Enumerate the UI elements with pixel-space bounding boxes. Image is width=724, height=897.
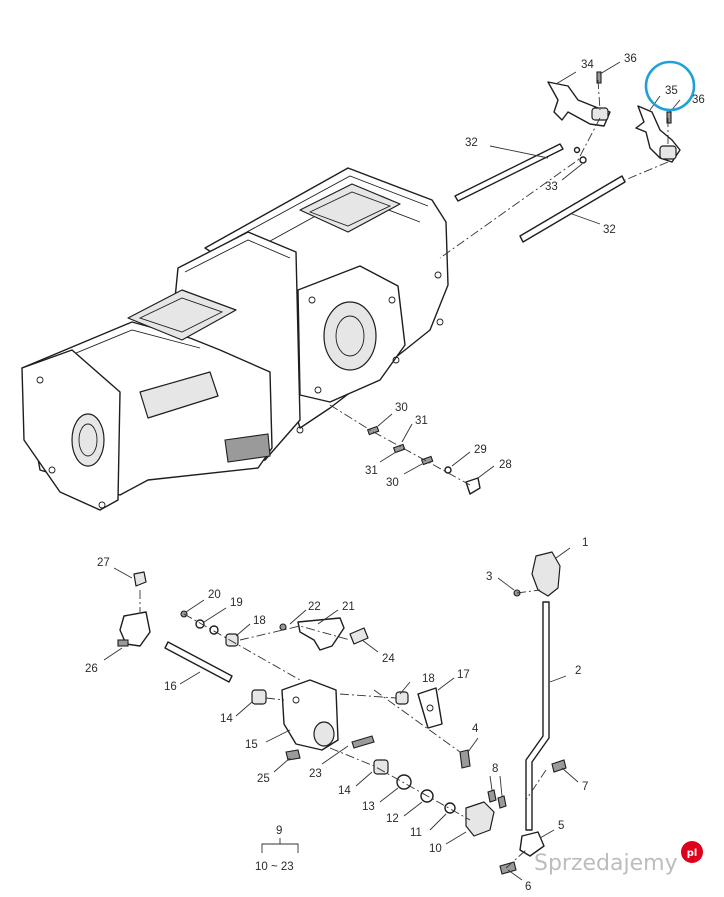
label-31-upper: 31 [415,415,428,427]
shift-lever-assembly [117,551,567,875]
pin-36-right [666,111,672,124]
label-26: 26 [85,663,98,675]
label-17: 17 [457,669,470,681]
label-30-upper: 30 [395,402,408,414]
assembly-lines-bottom [139,589,547,869]
label-19: 19 [230,597,243,609]
label-18-right: 18 [422,673,435,685]
label-9: 9 [276,825,282,837]
leader-lines [103,61,681,881]
transmission-housing [21,167,449,511]
highlight-circle [644,60,696,112]
label-22: 22 [308,601,321,613]
label-36-top: 36 [624,53,637,65]
label-8: 8 [492,763,498,775]
label-21: 21 [342,601,355,613]
label-9-range: 10 ~ 23 [255,861,294,873]
assembly-lines-top [329,79,669,486]
label-13: 13 [362,801,375,813]
label-18-left: 18 [253,615,266,627]
label-11: 11 [410,827,422,839]
label-16: 16 [164,681,177,693]
label-25: 25 [257,773,270,785]
label-28: 28 [499,459,512,471]
part-labels: 34 36 35 36 32 33 32 30 31 31 30 29 28 2… [85,53,705,893]
label-3: 3 [486,571,492,583]
shift-fork-35 [635,105,681,163]
shift-fork-34 [547,81,611,127]
label-33: 33 [545,181,558,193]
label-1: 1 [582,537,588,549]
watermark-badge [681,841,703,863]
label-23: 23 [309,768,322,780]
label-32-lower: 32 [603,224,616,236]
label-14-left: 14 [220,713,233,725]
detent-spring-33 [573,146,581,154]
label-24: 24 [382,653,395,665]
small-parts-28-31 [366,425,481,495]
label-30-lower: 30 [386,477,399,489]
label-35: 35 [665,85,678,97]
label-31-lower: 31 [365,465,378,477]
watermark-badge-text: pl [687,848,698,859]
label-7: 7 [582,781,588,793]
label-34: 34 [581,59,594,71]
label-5: 5 [558,820,564,832]
label-36-right: 36 [692,94,705,106]
label-12: 12 [386,813,399,825]
label-4: 4 [472,723,479,735]
label-27: 27 [97,557,110,569]
label-2: 2 [575,665,581,677]
pin-36-left [596,71,602,84]
label-32-upper: 32 [465,137,478,149]
watermark: Sprzedajemy pl [534,841,703,876]
label-10: 10 [429,843,442,855]
label-6: 6 [525,881,531,893]
detent-ball-33 [579,156,587,164]
label-14-right: 14 [338,785,351,797]
watermark-brand: Sprzedajemy [534,851,678,876]
label-20: 20 [208,589,221,601]
label-15: 15 [245,739,258,751]
label-29: 29 [474,444,487,456]
shift-rods-32 [454,143,626,243]
